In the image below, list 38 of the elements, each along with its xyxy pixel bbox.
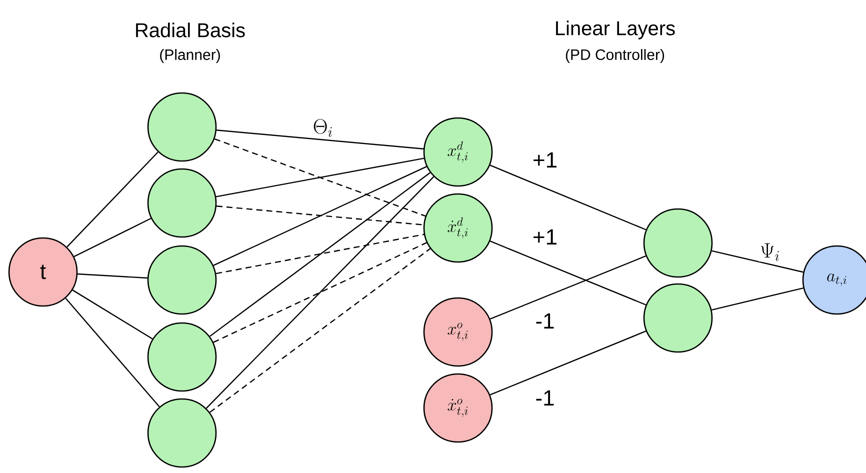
- heading: (Planner): [160, 49, 220, 63]
- connection-line: [712, 250, 804, 273]
- neuron-circle: [147, 322, 217, 392]
- connection-line: [66, 152, 158, 248]
- neuron-circle: [643, 283, 713, 353]
- heading: Linear Layers: [556, 20, 675, 40]
- connection-line: [74, 218, 152, 258]
- neuron-circle: [147, 398, 217, 468]
- connection-line: [216, 158, 424, 198]
- connection-line: [214, 138, 426, 217]
- edge-label: $\Psi_i$: [758, 242, 782, 262]
- connection-line: [206, 176, 434, 409]
- heading: Radial Basis: [136, 22, 245, 38]
- heading: (PD Controller): [566, 49, 664, 63]
- connection-line: [216, 130, 424, 150]
- connection-line: [213, 242, 427, 343]
- neuron-circle: [643, 208, 713, 278]
- connection-line: [65, 298, 160, 408]
- edge-label: -1: [534, 312, 556, 330]
- connection-line: [490, 330, 646, 396]
- connection-line: [72, 290, 153, 340]
- edge-label: -1: [534, 389, 556, 407]
- connection-line: [216, 206, 424, 226]
- connection-line: [490, 164, 646, 230]
- neuron-circle: [147, 92, 217, 162]
- connection-line: [490, 255, 646, 320]
- connection-line: [209, 172, 431, 337]
- connection-line: [213, 166, 427, 266]
- edge-label: +1: [531, 151, 559, 169]
- edge-label: $\Theta_i$: [312, 118, 334, 138]
- connection-line: [712, 287, 804, 311]
- neuron-circle: [147, 245, 217, 315]
- connection-line: [216, 234, 424, 274]
- connection-line: [209, 248, 431, 413]
- neuron-circle: [147, 168, 217, 238]
- edge-label: +1: [531, 228, 559, 246]
- connection-line: [490, 240, 646, 306]
- connection-line: [78, 273, 148, 279]
